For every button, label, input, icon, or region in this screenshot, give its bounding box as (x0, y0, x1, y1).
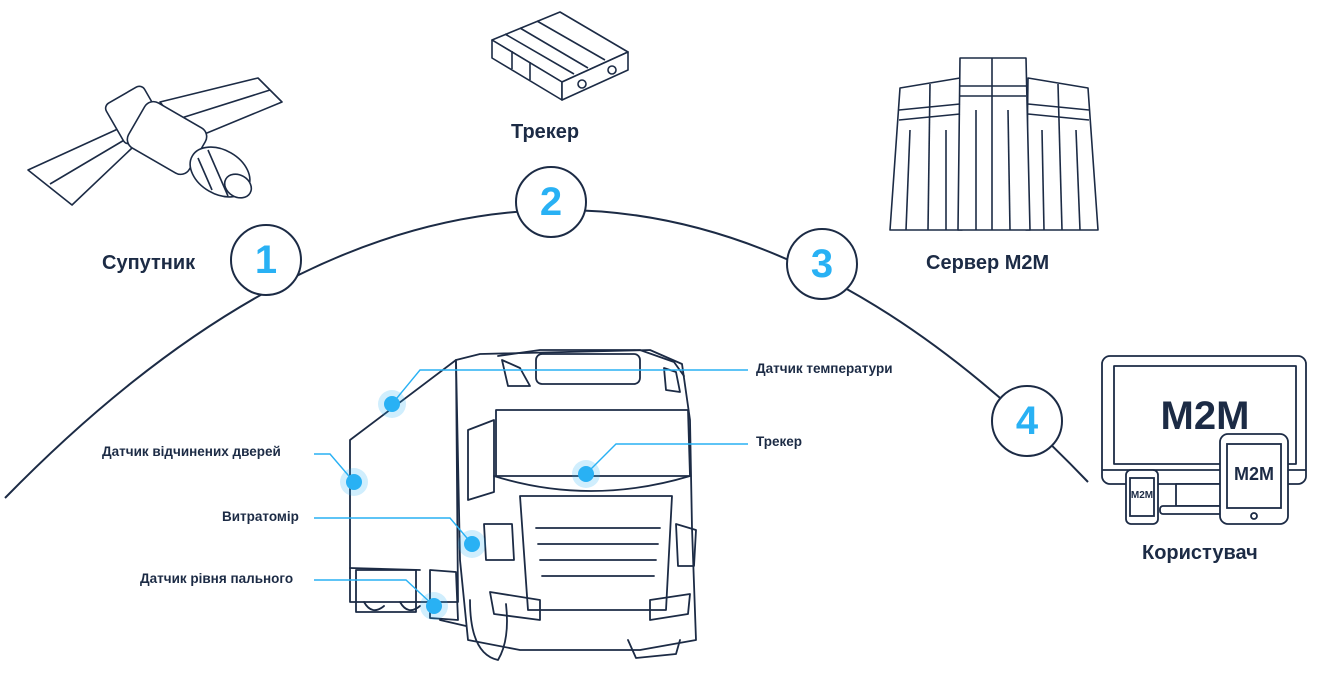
step-3-badge: 3 (786, 228, 858, 300)
truck-icon (349, 349, 697, 661)
tracker-device-icon (491, 11, 629, 101)
tablet-screen-text: M2M (1234, 464, 1274, 484)
sensor-label-temperature: Датчик температури (756, 361, 893, 376)
sensor-label-fuel: Датчик рівня пального (140, 571, 294, 586)
phone-screen-text: M2M (1130, 490, 1154, 501)
step-1-label: Супутник (102, 252, 196, 274)
sensor-label-tracker: Трекер (756, 434, 802, 449)
step-2-label: Трекер (511, 121, 580, 143)
step-2-badge: 2 (515, 166, 587, 238)
step-3-label: Сервер M2M (926, 252, 1050, 274)
sensor-dot-door-core (346, 474, 362, 490)
monitor-screen-text: M2M (1160, 394, 1250, 438)
sensor-dot-fuel-core (426, 598, 442, 614)
sensor-dot-tracker-core (578, 466, 594, 482)
step-1-badge: 1 (230, 224, 302, 296)
sensor-label-door: Датчик відчинених дверей (102, 444, 281, 459)
server-icon (889, 57, 1099, 231)
sensor-label-flowmeter: Витратомір (222, 509, 299, 524)
satellite-icon (27, 77, 283, 206)
tablet-icon (1219, 433, 1289, 525)
sensor-dot-flowmeter-core (464, 536, 480, 552)
sensor-dot-temperature-core (384, 396, 400, 412)
step-4-badge: 4 (991, 385, 1063, 457)
step-4-label: Користувач (1142, 542, 1258, 564)
phone-icon (1125, 469, 1159, 525)
sensor-leader-lines (314, 369, 748, 607)
